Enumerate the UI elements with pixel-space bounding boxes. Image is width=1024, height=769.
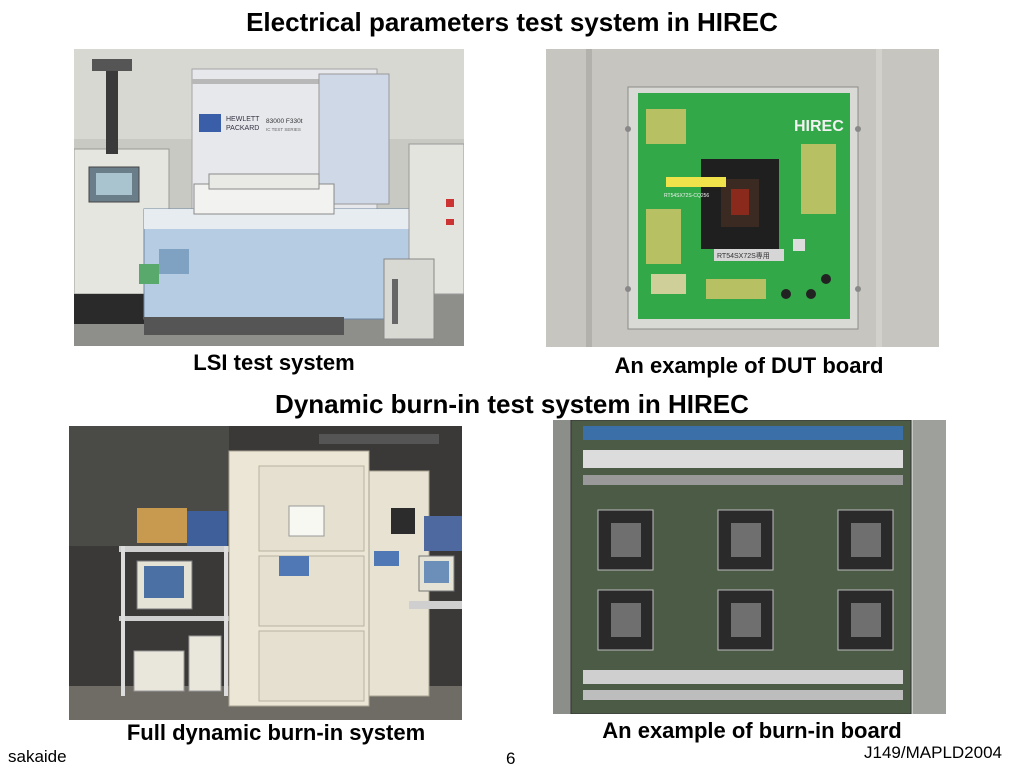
footer-page-number: 6 [506,749,516,768]
caption-dut-board: An example of DUT board [614,353,884,378]
footer-reference: J149/MAPLD2004 [864,743,1002,762]
slide-title-top: Electrical parameters test system in HIR… [246,7,778,37]
photo-dut-board: HIREC RT54SX72S-CQ256 RT54SX72S専用 [546,49,939,347]
hp-series-label: IC TEST SERIES [266,127,301,132]
slide-title-bottom: Dynamic burn-in test system in HIREC [275,389,749,419]
dut-part-label: RT54SX72S-CQ256 [664,193,709,199]
caption-burn-in-board: An example of burn-in board [602,718,902,743]
caption-dynamic-burn-in-system: Full dynamic burn-in system [126,720,426,745]
photo-burn-in-board [553,420,946,714]
photo-dynamic-burn-in-system [69,426,462,720]
photo-lsi-test-system: HEWLETT PACKARD 83000 F330t IC TEST SERI… [74,49,464,346]
dut-chip-label: RT54SX72S専用 [717,251,770,260]
hp-model-label: 83000 F330t [266,118,303,125]
footer-author: sakaide [8,747,67,766]
hp-brand-line1: HEWLETT [226,116,260,123]
caption-lsi-test-system: LSI test system [193,350,355,375]
dut-board-brand: HIREC [794,118,844,135]
hp-brand-line2: PACKARD [226,125,259,132]
